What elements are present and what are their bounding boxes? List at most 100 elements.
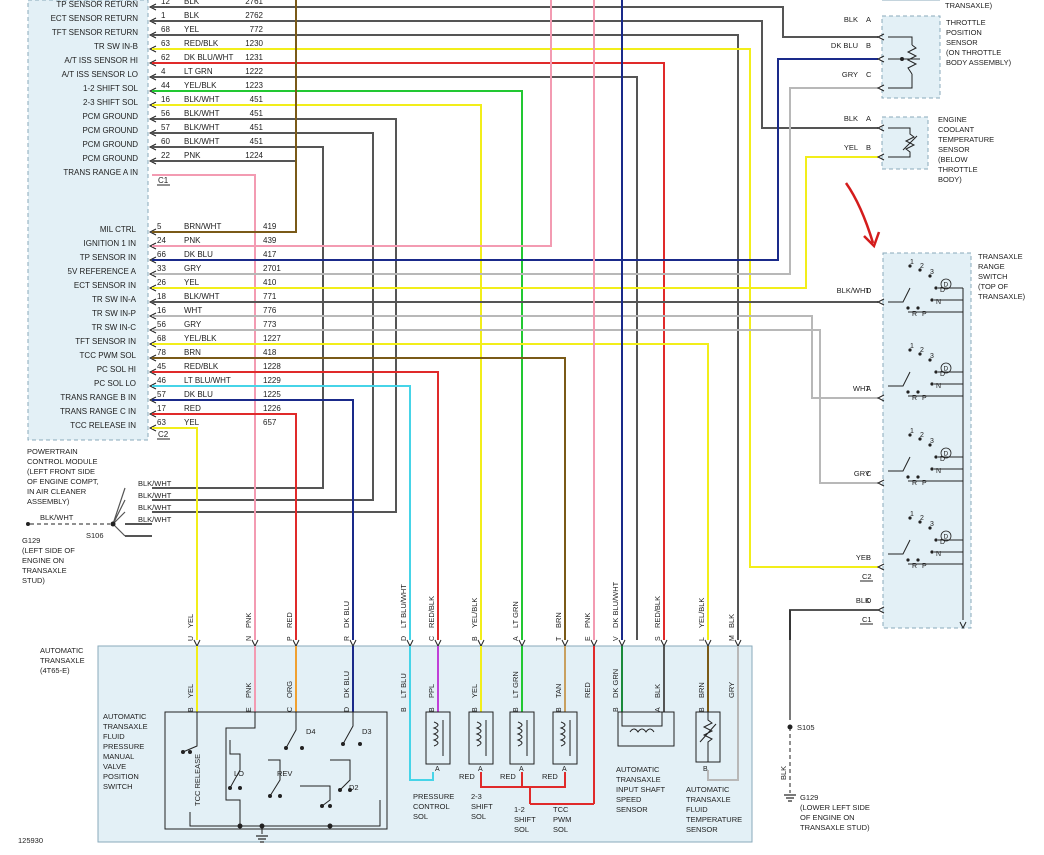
s105-label: S105: [797, 723, 815, 732]
connector-arrow-icon: [876, 153, 885, 161]
range-contact-label: D: [940, 371, 945, 378]
pcm-wire-color: BLK/WHT: [184, 292, 220, 301]
transaxle-box: [97, 645, 753, 843]
shift12-sol-caption-line: SHIFT: [514, 815, 536, 824]
range-contact-label: N: [936, 299, 941, 306]
range-contact-label: 2: [920, 515, 924, 522]
transaxle-inner-pin-letter: B: [513, 707, 520, 712]
connector-arrow-icon: [148, 115, 157, 123]
transaxle-caption-line: (4T65-E): [40, 666, 70, 675]
wire-pc-hi: [152, 371, 439, 640]
transaxle-top-pin-letter: D: [401, 636, 408, 641]
tft-sensor-caption-line: AUTOMATIC: [686, 785, 730, 794]
range-contact-label: P: [922, 480, 927, 487]
tft-sensor-caption-line: SENSOR: [686, 825, 718, 834]
transaxle-inner-wire-color: LT BLU: [399, 673, 408, 698]
pcm-circuit-number: 1225: [263, 390, 281, 399]
pcm-pin-number: 26: [157, 278, 166, 287]
g129-ground-dot: [26, 522, 30, 526]
transaxle-top-pin-letter: E: [585, 636, 592, 641]
connector-arrow-icon: [660, 639, 668, 648]
pcm-pin-label: PCM GROUND: [82, 140, 138, 149]
switch-contact-dot: [320, 804, 324, 808]
range-contact-label: R: [912, 311, 917, 318]
connector-arrow-icon: [406, 639, 414, 648]
connector-arrow-icon: [148, 312, 157, 320]
pcm-pin-label: PC SOL HI: [97, 365, 136, 374]
pcm-pin-number: 12: [161, 0, 170, 6]
pc-sol-caption-line: PRESSURE: [413, 792, 454, 801]
connector-arrow-icon: [251, 639, 259, 648]
pcm-circuit-number: 1231: [245, 53, 263, 62]
connector-arrow-icon: [148, 256, 157, 264]
pcm-pin-label: ECT SENSOR RETURN: [51, 14, 139, 23]
transaxle-top-wire-color: YEL/BLK: [697, 598, 706, 628]
connector-arrow-icon: [561, 639, 569, 648]
g129-caption-line: (LEFT SIDE OF: [22, 546, 75, 555]
solenoid-box-23: [468, 711, 494, 765]
transaxle-inner-pin-letter: C: [287, 707, 294, 712]
wire-12-shift: [152, 90, 523, 640]
solenoid-coil-icon: [432, 720, 444, 756]
connector-arrow-icon: [148, 298, 157, 306]
transaxle-inner-wire-color: ORG: [285, 681, 294, 698]
g129-label: G129: [22, 536, 40, 545]
pcm-pin-label: TRANS RANGE C IN: [60, 407, 136, 416]
range-contact-label: 3: [930, 269, 934, 276]
connector-arrow-icon: [148, 228, 157, 236]
iss-sensor-caption-line: SENSOR: [616, 805, 648, 814]
transaxle-top-wire-color: DK BLU: [342, 601, 351, 628]
range-contact-label: 1: [910, 343, 914, 350]
pcm-circuit-number: 451: [250, 123, 264, 132]
range-contact-dot: [908, 433, 912, 437]
wire-tft-return: [152, 34, 739, 640]
range-pin-color: BLK/WHT: [837, 286, 871, 295]
range-switch-caption-line: TRANSAXLE: [978, 252, 1023, 261]
range-contact-label: 1: [910, 511, 914, 518]
range-pin-color: GRY: [854, 469, 870, 478]
pcm-pin-label: A/T ISS SENSOR HI: [64, 56, 138, 65]
connector-arrow-icon: [148, 242, 157, 250]
wire-pc-sol-lo: [409, 712, 434, 781]
pcm-pin-label: TR SW IN-A: [92, 295, 137, 304]
s106-lead-color: BLK/WHT: [40, 513, 74, 522]
ect-pin-color: YEL: [844, 143, 858, 152]
connector-arrow-icon: [148, 101, 157, 109]
switch-junction-dot: [237, 823, 243, 829]
transaxle-inner-pin-letter: B: [556, 707, 563, 712]
wire-tcc-release: [152, 427, 198, 640]
g129-lower-caption-line: OF ENGINE ON: [800, 813, 855, 822]
range-switch-lever: [888, 539, 911, 555]
tft-sensor-caption-line: TEMPERATURE: [686, 815, 742, 824]
ect-caption-line: COOLANT: [938, 125, 975, 134]
range-drive-marker-label: D: [944, 366, 949, 373]
pcm-circuit-number: 1227: [263, 334, 281, 343]
wire-ect-in: [152, 156, 878, 289]
ect-caption-line: BODY): [938, 175, 962, 184]
pressure-switch-caption-line: VALVE: [103, 762, 126, 771]
shift12-sol-caption-line: 1-2: [514, 805, 525, 814]
range-contact-label: 2: [920, 347, 924, 354]
wire-iss-hi: [152, 62, 665, 640]
range-drive-marker-icon: [940, 362, 952, 374]
solenoid-box-pc: [425, 711, 451, 765]
pcm-wire-color: GRY: [184, 320, 202, 329]
pcm-circuit-number: 2701: [263, 264, 281, 273]
transaxle-inner-pin-letter: B: [188, 707, 195, 712]
switch-label-lo: LO: [234, 769, 244, 778]
connector-arrow-icon: [148, 73, 157, 81]
range-contact-dot: [908, 516, 912, 520]
iss-coil-icon: [621, 712, 663, 733]
range-contact-dot: [918, 437, 922, 441]
range-contact-label: P: [922, 395, 927, 402]
tp-caption-line: THROTTLE: [946, 18, 986, 27]
range-drive-marker-icon: [940, 530, 952, 542]
transaxle-top-pin-letter: P: [287, 636, 294, 641]
iss-sensor-caption-line: AUTOMATIC: [616, 765, 660, 774]
range-contact-dot: [908, 348, 912, 352]
wire-tr-in-b: [152, 48, 878, 568]
transaxle-top-wire-color: PNK: [583, 613, 592, 628]
s106-wire-color: BLK/WHT: [138, 515, 172, 524]
pcm-circuit-number: 1226: [263, 404, 281, 413]
pcm-pin-number: 66: [157, 250, 166, 259]
